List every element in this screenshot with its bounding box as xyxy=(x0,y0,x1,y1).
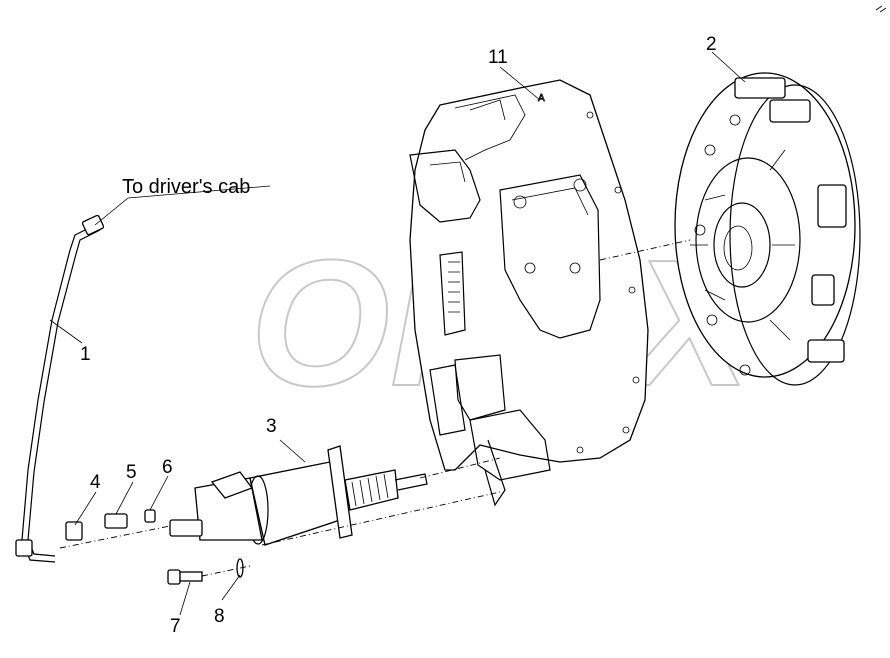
callout-6: 6 xyxy=(162,457,173,478)
callout-4: 4 xyxy=(90,472,101,493)
callout-3: 3 xyxy=(266,416,277,437)
axis-line xyxy=(599,239,691,261)
cab-label: To driver's cab xyxy=(122,176,250,198)
housing-mark: A xyxy=(538,93,545,104)
clutch-actuator xyxy=(169,445,501,546)
leader-lines xyxy=(49,51,746,616)
callout-1: 1 xyxy=(80,344,91,365)
callout-7: 7 xyxy=(170,616,181,637)
fitting-4 xyxy=(65,521,83,541)
callout-5: 5 xyxy=(126,462,137,483)
bolt-and-washer xyxy=(167,558,251,585)
bolt-7-shank xyxy=(179,571,203,582)
washer-8 xyxy=(236,558,244,578)
clutch-housing: A xyxy=(409,79,649,507)
air-pipe xyxy=(15,214,105,563)
bolt-7-head xyxy=(167,569,181,585)
callout-8: 8 xyxy=(214,606,225,627)
fitting-6 xyxy=(144,509,156,523)
fitting-5 xyxy=(104,513,128,529)
callout-11: 11 xyxy=(488,47,508,68)
corner-mark xyxy=(875,5,887,13)
callout-2: 2 xyxy=(706,34,717,55)
pressure-plate xyxy=(674,72,861,386)
